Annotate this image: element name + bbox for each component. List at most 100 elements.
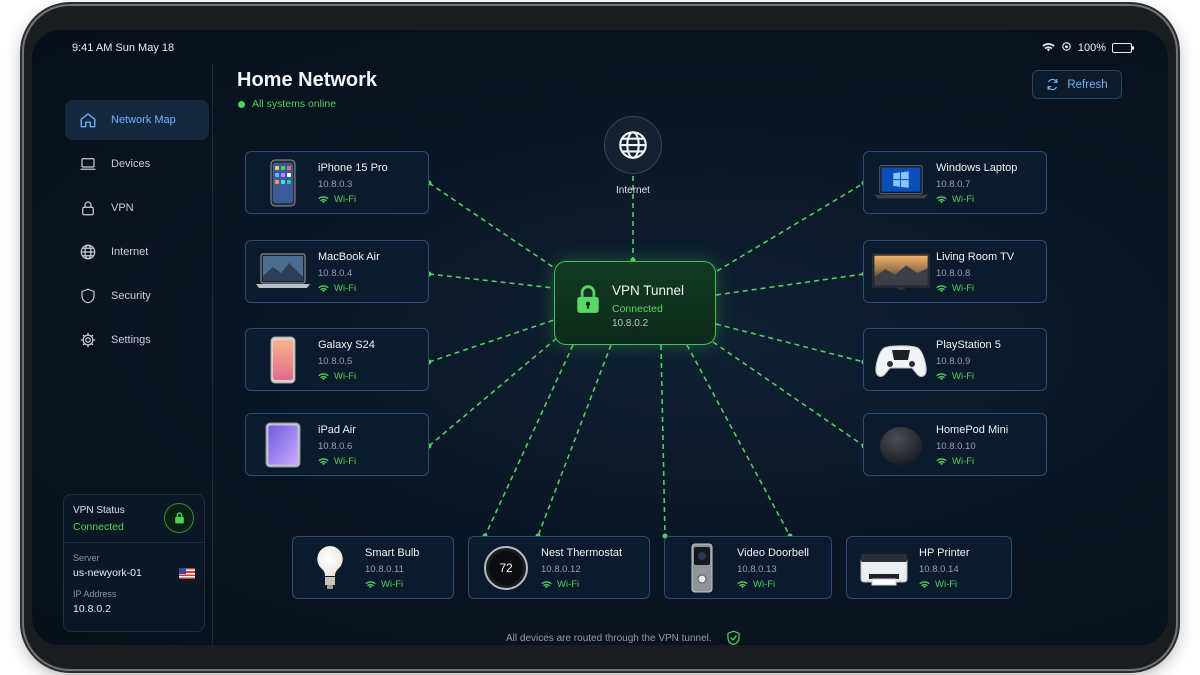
main-panel: Home Network All systems online Refresh … xyxy=(213,64,1168,645)
device-ip: 10.8.0.8 xyxy=(936,268,971,279)
device-ip: 10.8.0.14 xyxy=(919,564,959,575)
screen: 9:41 AM Sun May 18 100% Network Map Devi… xyxy=(32,30,1168,645)
link-iphone xyxy=(428,182,557,270)
refresh-button[interactable]: Refresh xyxy=(1032,70,1122,99)
vpn-tunnel-ip: 10.8.0.2 xyxy=(612,318,649,329)
sidebar-nav: Network Map Devices VPN Internet Securit… xyxy=(65,100,209,364)
vpn-status-label: VPN Status xyxy=(73,505,125,516)
vpn-toggle-button[interactable] xyxy=(164,503,194,533)
device-card-smart-bulb[interactable]: Smart Bulb 10.8.0.11 Wi-Fi xyxy=(292,536,454,599)
connection-type: Wi-Fi xyxy=(952,194,975,205)
device-card-video-doorbell[interactable]: Video Doorbell 10.8.0.13 Wi-Fi xyxy=(664,536,832,599)
wifi-icon xyxy=(737,581,748,589)
lock-icon xyxy=(174,512,184,524)
device-name: Windows Laptop xyxy=(936,162,1018,174)
status-bar: 9:41 AM Sun May 18 100% xyxy=(32,30,1168,64)
thermostat-icon: 72 xyxy=(477,543,535,593)
sidebar-item-label: Settings xyxy=(111,334,151,346)
wifi-icon xyxy=(936,458,947,466)
device-name: PlayStation 5 xyxy=(936,339,1001,351)
link-doorbell xyxy=(660,344,666,537)
sidebar-item-vpn[interactable]: VPN xyxy=(65,188,209,228)
internet-node[interactable] xyxy=(604,116,662,174)
device-ip: 10.8.0.9 xyxy=(936,356,971,367)
device-name: Galaxy S24 xyxy=(318,339,375,351)
link-windows xyxy=(716,182,865,272)
lock-icon xyxy=(577,285,599,313)
gamepad-icon xyxy=(872,335,930,385)
device-ip: 10.8.0.7 xyxy=(936,179,971,190)
wifi-icon xyxy=(936,373,947,381)
vpn-status-value: Connected xyxy=(73,521,124,533)
bulb-icon xyxy=(301,543,359,593)
status-time: 9:41 AM Sun May 18 xyxy=(72,42,175,54)
wifi-icon xyxy=(1042,42,1055,55)
phone-icon xyxy=(254,158,312,208)
device-card-galaxy-s24[interactable]: Galaxy S24 10.8.0.5 Wi-Fi xyxy=(245,328,429,391)
device-card-nest-thermostat[interactable]: 72 Nest Thermostat 10.8.0.12 Wi-Fi xyxy=(468,536,650,599)
device-card-windows-laptop[interactable]: Windows Laptop 10.8.0.7 Wi-Fi xyxy=(863,151,1047,214)
sidebar-item-security[interactable]: Security xyxy=(65,276,209,316)
gear-icon xyxy=(80,332,96,348)
device-name: iPhone 15 Pro xyxy=(318,162,388,174)
sidebar-item-label: Internet xyxy=(111,246,149,258)
refresh-icon xyxy=(1047,78,1058,91)
link-macbook xyxy=(428,273,555,289)
device-card-homepod-mini[interactable]: HomePod Mini 10.8.0.10 Wi-Fi xyxy=(863,413,1047,476)
server-label: Server xyxy=(73,553,100,563)
routing-note-text: All devices are routed through the VPN t… xyxy=(506,632,712,644)
phone-icon xyxy=(254,335,312,385)
speaker-icon xyxy=(872,420,930,470)
internet-label: Internet xyxy=(616,185,650,196)
sidebar-item-network-map[interactable]: Network Map xyxy=(65,100,209,140)
network-links xyxy=(426,176,867,539)
device-name: HP Printer xyxy=(919,547,970,559)
vpn-tunnel-status: Connected xyxy=(612,303,663,315)
device-name: Living Room TV xyxy=(936,251,1015,263)
device-card-iphone-15-pro[interactable]: iPhone 15 Pro 10.8.0.3 Wi-Fi xyxy=(245,151,429,214)
sidebar-item-label: Devices xyxy=(111,158,151,170)
device-card-playstation-5[interactable]: PlayStation 5 10.8.0.9 Wi-Fi xyxy=(863,328,1047,391)
device-name: Video Doorbell xyxy=(737,547,809,559)
laptop-icon xyxy=(80,158,96,170)
tablet-icon xyxy=(254,420,312,470)
connection-type: Wi-Fi xyxy=(952,371,975,382)
link-galaxy xyxy=(428,319,555,363)
home-icon xyxy=(80,113,96,128)
battery-percent: 100% xyxy=(1077,42,1106,54)
vpn-tunnel-title: VPN Tunnel xyxy=(612,283,685,298)
sidebar-item-label: VPN xyxy=(111,202,134,214)
connection-type: Wi-Fi xyxy=(334,283,357,294)
sidebar-item-label: Network Map xyxy=(111,114,176,126)
page-title: Home Network xyxy=(237,69,378,91)
device-card-macbook-air[interactable]: MacBook Air 10.8.0.4 Wi-Fi xyxy=(245,240,429,303)
server-value: us-newyork-01 xyxy=(73,567,142,579)
device-name: HomePod Mini xyxy=(936,424,1009,436)
vpn-status-card: VPN Status Connected Server us-newyork-0… xyxy=(63,494,205,632)
laptop-icon xyxy=(254,247,312,297)
device-card-ipad-air[interactable]: iPad Air 10.8.0.6 Wi-Fi xyxy=(245,413,429,476)
connection-type: Wi-Fi xyxy=(334,456,357,467)
connection-type: Wi-Fi xyxy=(557,579,580,590)
network-status: All systems online xyxy=(238,98,336,110)
us-flag-icon xyxy=(179,567,195,579)
device-card-living-room-tv[interactable]: Living Room TV 10.8.0.8 Wi-Fi xyxy=(863,240,1047,303)
sidebar-item-devices[interactable]: Devices xyxy=(65,144,209,184)
link-bulb xyxy=(484,344,574,537)
thermostat-display: 72 xyxy=(499,561,513,575)
vpn-tunnel-node[interactable]: VPN Tunnel Connected 10.8.0.2 xyxy=(554,261,716,345)
connection-type: Wi-Fi xyxy=(381,579,404,590)
sidebar-item-settings[interactable]: Settings xyxy=(65,320,209,360)
link-homepod xyxy=(712,341,865,447)
globe-icon xyxy=(619,131,647,159)
device-card-hp-printer[interactable]: HP Printer 10.8.0.14 Wi-Fi xyxy=(846,536,1012,599)
doorbell-icon xyxy=(673,543,731,593)
ip-address-label: IP Address xyxy=(73,589,117,599)
link-printer xyxy=(686,344,791,537)
device-name: Smart Bulb xyxy=(365,547,420,559)
link-tv xyxy=(715,273,865,296)
sidebar-item-internet[interactable]: Internet xyxy=(65,232,209,272)
device-name: Nest Thermostat xyxy=(541,547,623,559)
orientation-lock-icon xyxy=(1061,41,1072,55)
device-name: MacBook Air xyxy=(318,251,380,263)
